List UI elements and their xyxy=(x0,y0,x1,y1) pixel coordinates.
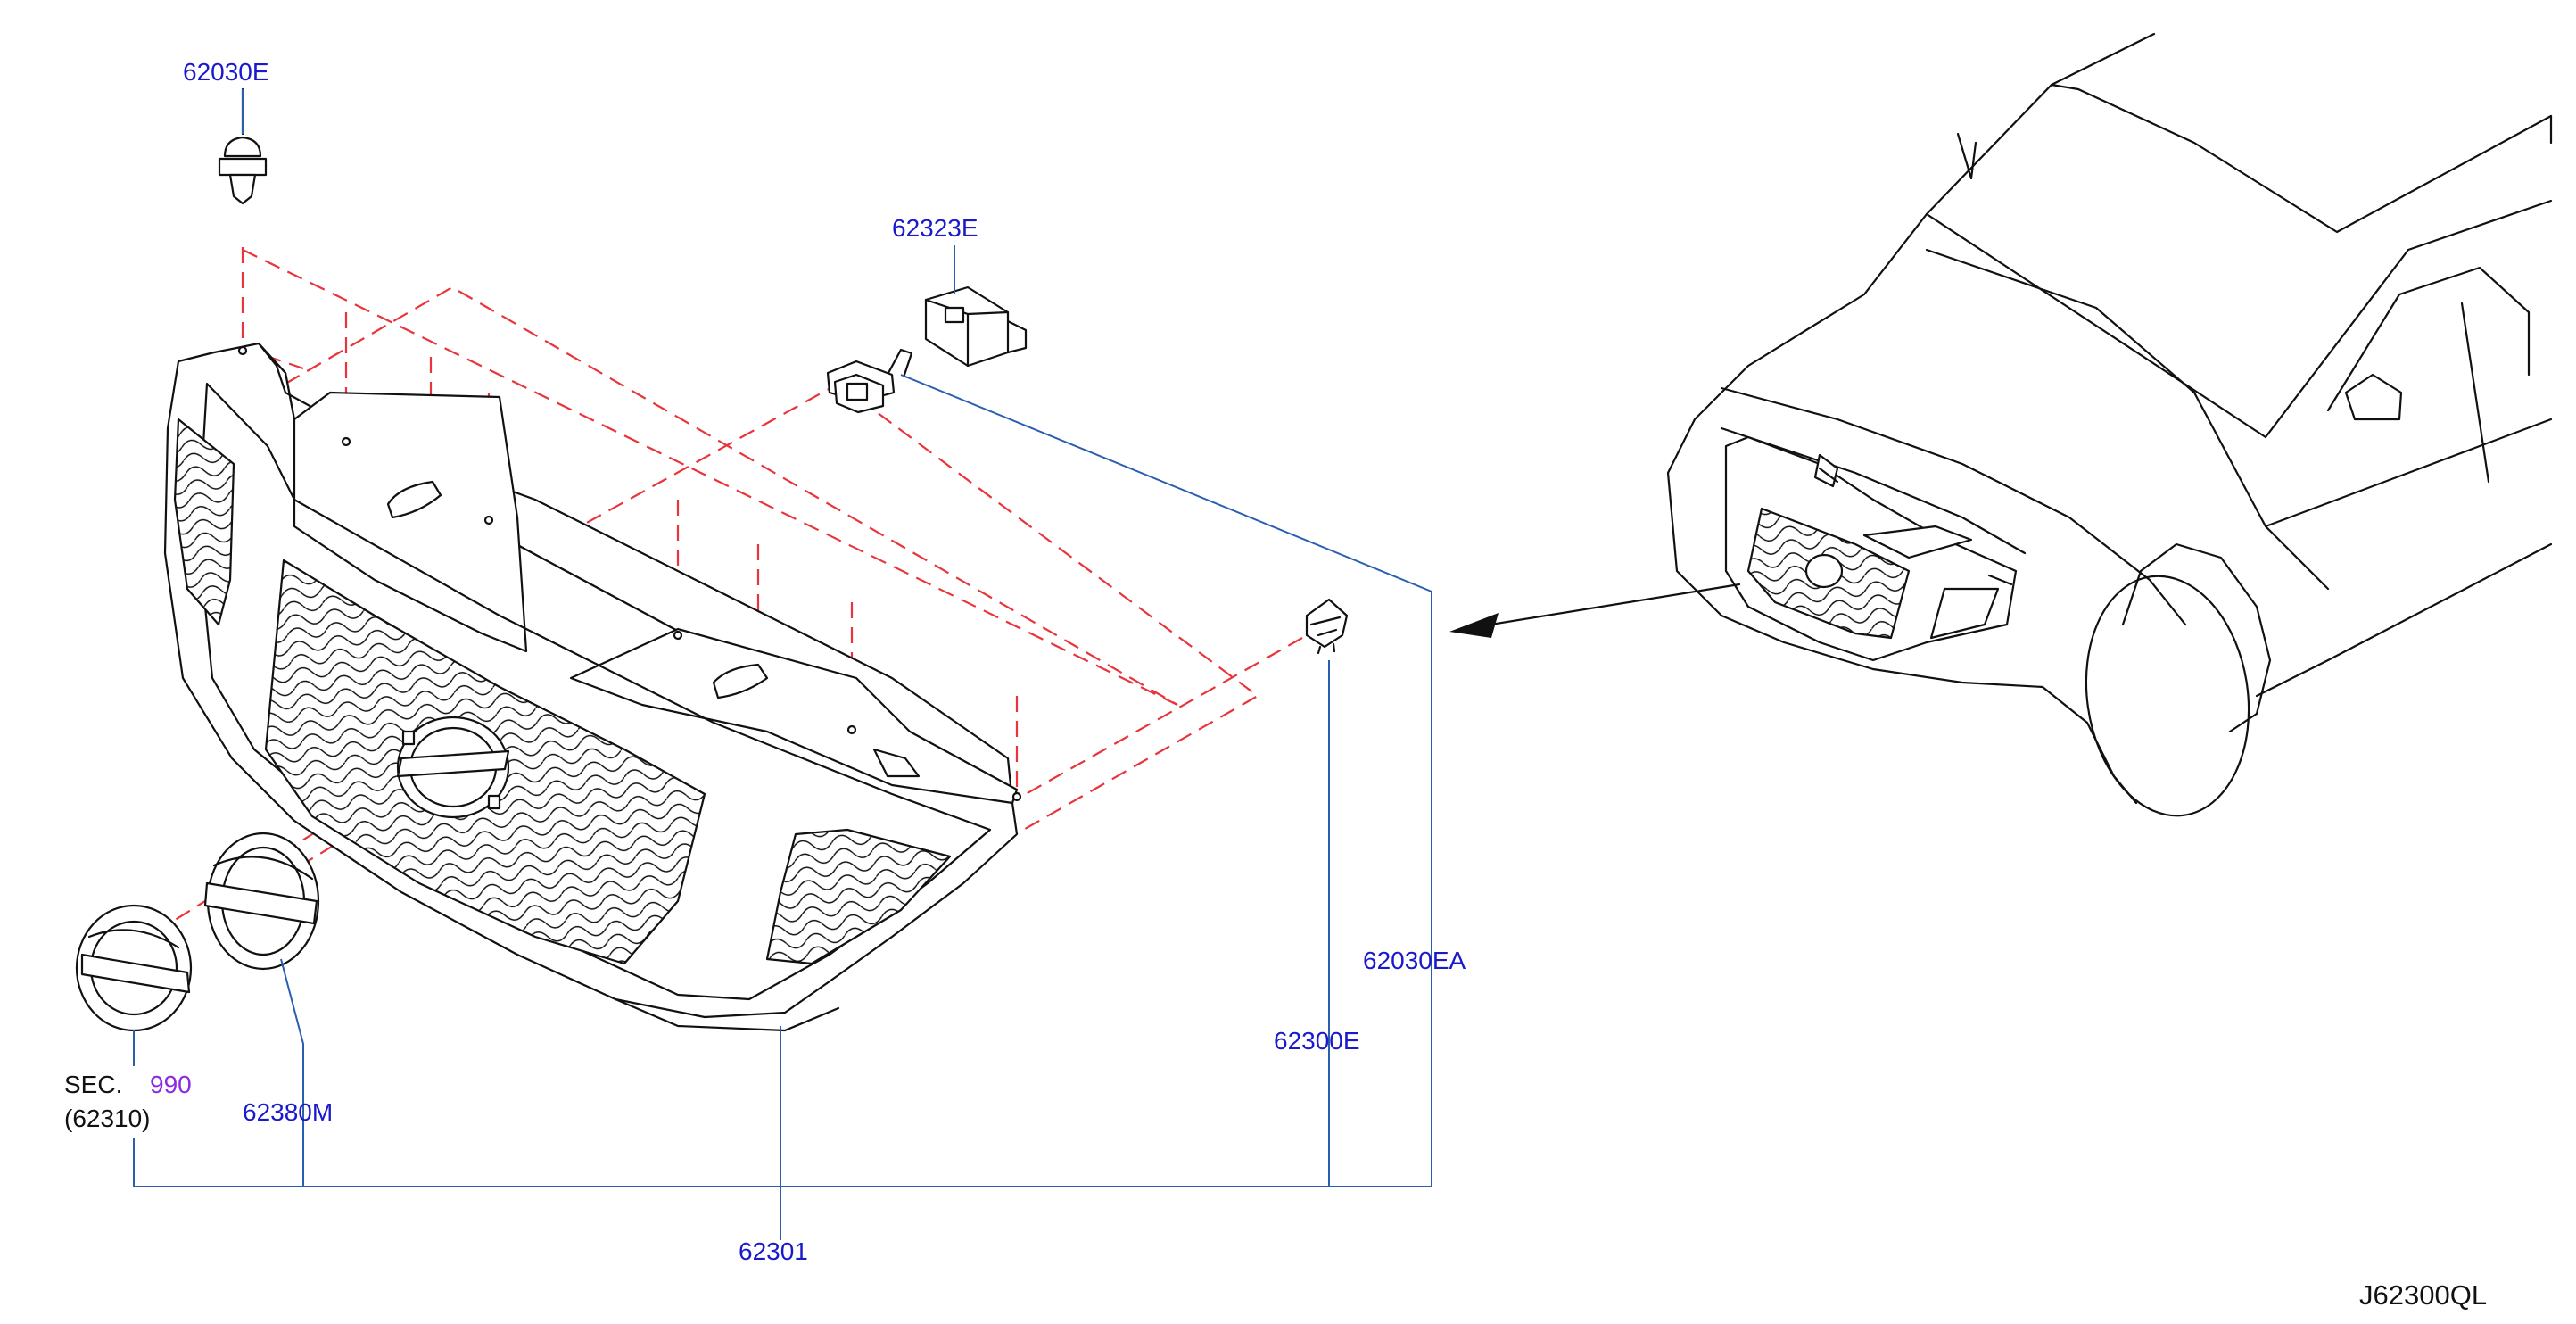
label-grille: 62301 xyxy=(739,1237,808,1265)
diagram-code: J62300QL xyxy=(2359,1279,2487,1311)
grille-emblem xyxy=(396,716,510,819)
label-sec-part: (62310) xyxy=(64,1105,151,1132)
label-emblem-front: 62380M xyxy=(243,1098,333,1126)
label-retainer: 62300E xyxy=(1274,1027,1360,1055)
label-clip-top: 62030E xyxy=(183,58,269,86)
label-clip-right: 62030EA xyxy=(1363,947,1466,974)
grille-retainer-part xyxy=(826,348,913,414)
leader-lines xyxy=(133,89,1432,1240)
emblem-sec-part xyxy=(75,904,193,1032)
callout-labels: 62030E 62323E 62030EA 62300E 62301 62380… xyxy=(64,58,2487,1311)
label-sec-number: 990 xyxy=(150,1071,192,1098)
label-bracket: 62323E xyxy=(892,214,978,242)
label-sec-prefix: SEC. xyxy=(64,1071,122,1098)
bracket-part xyxy=(924,285,1028,368)
front-grille-assembly xyxy=(163,342,1022,1032)
emblem-front-part xyxy=(203,832,320,971)
vehicle-illustration xyxy=(1449,32,2553,817)
retainer-clip-part xyxy=(1305,598,1349,655)
grille-bracket-plate-left xyxy=(293,391,528,653)
